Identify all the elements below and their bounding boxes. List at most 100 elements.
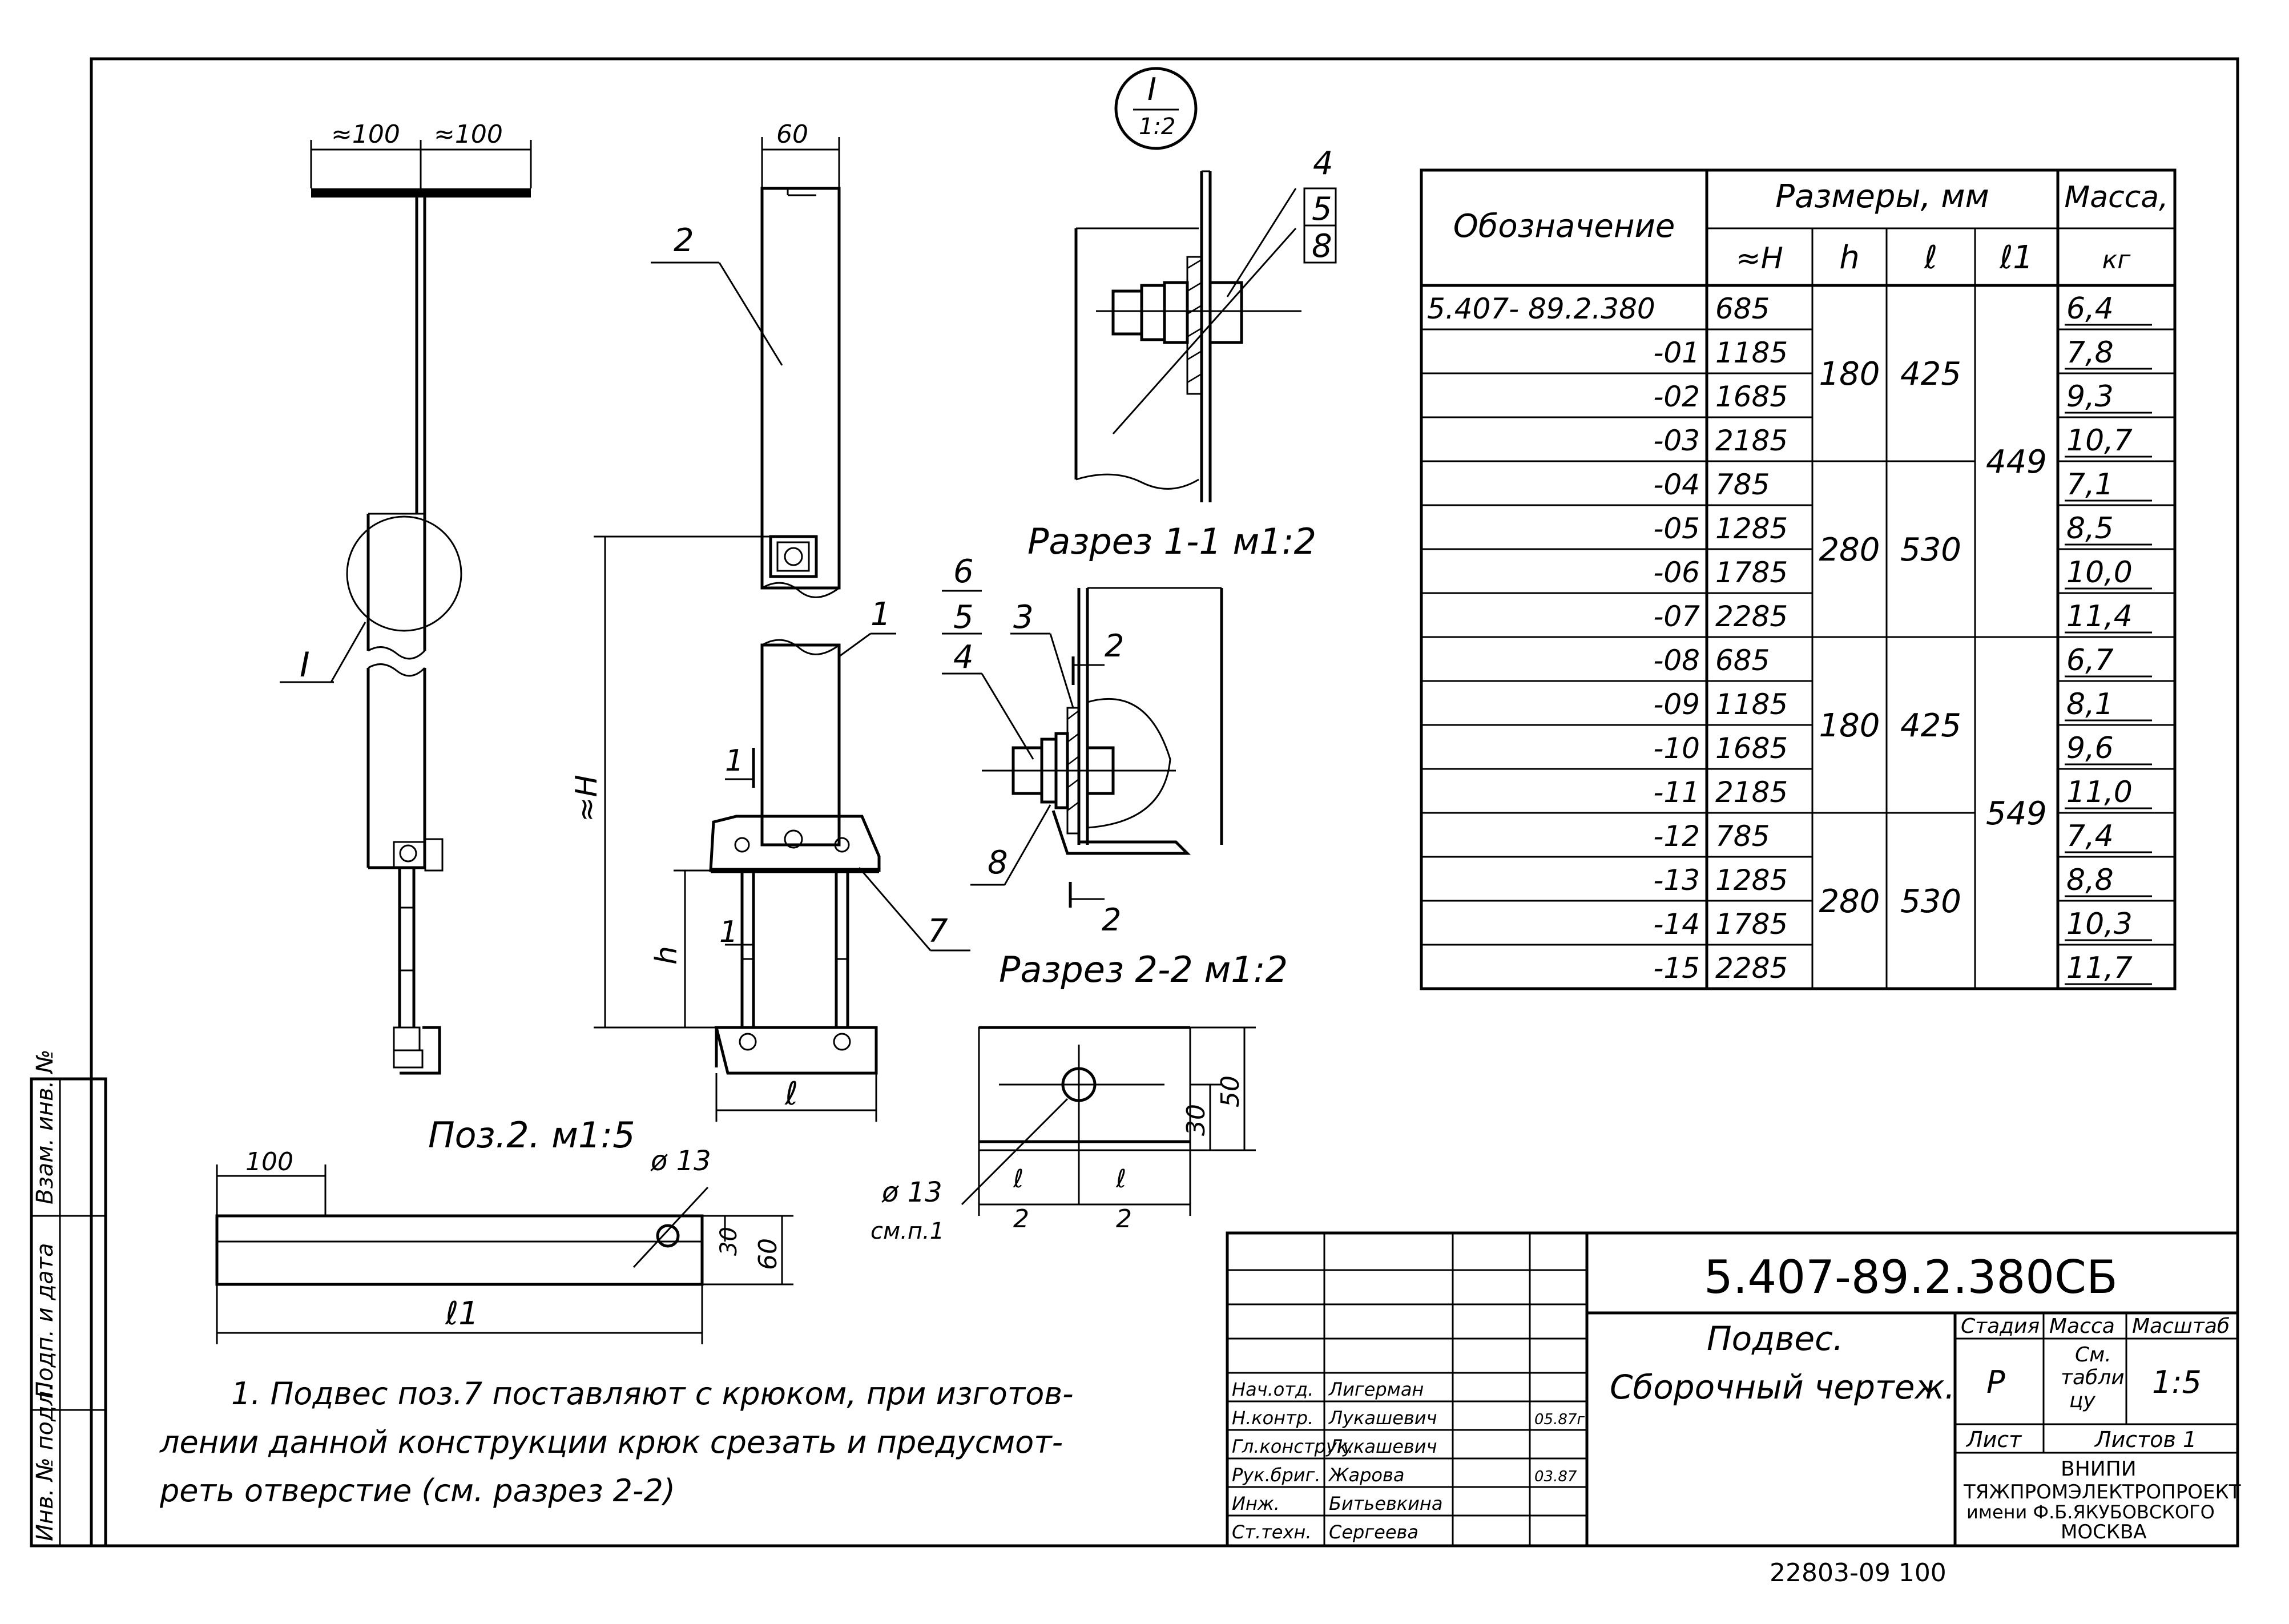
section-pos-5: 5 <box>953 599 974 636</box>
pos-1-label-front: 1 <box>871 596 891 633</box>
table-row-designation: -04 <box>1653 468 1700 501</box>
detail-I-view: 4 5 8 <box>1074 145 1337 502</box>
note-line-1: 1. Подвес поз.7 поставляют с крюком, при… <box>231 1376 1074 1412</box>
table-row-mass: 9,6 <box>2066 731 2114 765</box>
signer-name: Жарова <box>1328 1464 1404 1486</box>
detail-circle-I <box>346 515 462 632</box>
signer-role: Рук.бриг. <box>1232 1464 1321 1486</box>
table-row-mass: 11,7 <box>2066 951 2133 985</box>
table-row-designation: -15 <box>1653 952 1700 985</box>
sec2-half-l-den-left: 2 <box>1013 1204 1029 1234</box>
sec2-half-l-num-left: ℓ <box>1013 1164 1023 1194</box>
table-row-designation: -07 <box>1653 600 1700 633</box>
side-stamp-replace-inv: Взам. инв. № <box>32 1049 58 1204</box>
detail-marker-scale: 1:2 <box>1139 114 1175 140</box>
table-row-mass: 11,4 <box>2066 599 2133 634</box>
signer-name: Лигерман <box>1328 1379 1424 1400</box>
table-row-designation: -03 <box>1653 424 1700 457</box>
table-row-H: 2185 <box>1715 776 1788 809</box>
outer-frame <box>90 57 2239 1548</box>
table-row-designation: -06 <box>1653 556 1700 589</box>
signer-role: Н.контр. <box>1232 1407 1313 1429</box>
section-1-title: Разрез 1-1 м1:2 <box>1027 521 1316 562</box>
table-row-mass: 10,3 <box>2066 907 2133 941</box>
header-h: h <box>1839 239 1860 276</box>
tee-dim-left: ≈100 <box>331 120 400 149</box>
table-row-mass: 8,1 <box>2066 687 2114 722</box>
table-row-H: 2185 <box>1715 424 1788 457</box>
table-row-mass: 9,3 <box>2066 380 2114 414</box>
section-pos-4: 4 <box>953 639 974 676</box>
pos2-l1: ℓ1 <box>445 1295 479 1332</box>
sheets-label: Листов 1 <box>2094 1427 2197 1452</box>
header-sizes: Размеры, мм <box>1775 178 1989 215</box>
stage-value: Р <box>1986 1364 2005 1400</box>
doc-number: 5.407-89.2.380СБ <box>1704 1251 2118 1304</box>
table-row-H: 1185 <box>1715 336 1788 369</box>
sec2-half-l-den-right: 2 <box>1116 1204 1132 1234</box>
table-frame <box>1420 168 2177 990</box>
detail-marker: I 1:2 <box>1114 67 1198 150</box>
archive-number: 22803-09 100 <box>1770 1558 1947 1587</box>
signer-name: Сергеева <box>1329 1521 1418 1543</box>
table-row-mass: 7,8 <box>2066 336 2114 370</box>
header-mass: Масса, <box>2064 180 2168 215</box>
l-label: ℓ <box>784 1075 798 1113</box>
table-row-mass: 10,0 <box>2066 555 2133 590</box>
pos2-title: Поз.2. м1:5 <box>428 1114 635 1156</box>
table-group-l: 530 <box>1900 531 1961 569</box>
pos2-dim-30: 30 <box>716 1227 742 1256</box>
pos2-view: Поз.2. м1:5 100 ø 13 30 60 ℓ1 <box>215 1114 793 1344</box>
mass-value-3: цу <box>2069 1389 2096 1412</box>
detail-marker-number: I <box>1147 71 1156 107</box>
table-group-l: 425 <box>1900 356 1961 393</box>
section-pos-6: 6 <box>953 553 974 590</box>
table-row-designation: -14 <box>1653 908 1700 941</box>
width-60-label: 60 <box>776 120 808 149</box>
table-row-designation: -09 <box>1653 688 1700 721</box>
sheet-label: Лист <box>1965 1427 2022 1452</box>
section-pos-8: 8 <box>988 844 1008 881</box>
detail-pos-8: 8 <box>1312 228 1332 265</box>
detail-pos-5: 5 <box>1312 191 1332 228</box>
table-group-h: 180 <box>1819 356 1880 393</box>
table-row-designation: -13 <box>1653 864 1700 897</box>
signer-date: 03.87 <box>1534 1468 1577 1485</box>
tee-dim-right: ≈100 <box>434 120 503 149</box>
pos-7-label: 7 <box>928 913 948 950</box>
table-row-H: 785 <box>1715 468 1770 501</box>
stage-label: Стадия <box>1961 1315 2040 1338</box>
table-row-H: 2285 <box>1715 600 1788 633</box>
header-l: ℓ <box>1924 239 1937 276</box>
table-row-mass: 7,4 <box>2066 819 2114 853</box>
org-line-1: ВНИПИ <box>2061 1457 2137 1481</box>
front-view: 60 2 1 1 1 7 <box>570 120 970 1122</box>
sec2-see-note: см.п.1 <box>871 1218 944 1244</box>
section-2-mark-bottom: 2 <box>1102 902 1121 938</box>
signer-role: Инж. <box>1232 1493 1280 1514</box>
org-line-2: ТЯЖПРОМЭЛЕКТРОПРОЕКТ <box>1963 1481 2241 1504</box>
section-pos-3: 3 <box>1013 599 1034 636</box>
table-group-l1: 449 <box>1986 444 2047 481</box>
table-group-h: 280 <box>1819 531 1880 569</box>
pos2-d13: ø 13 <box>650 1145 711 1177</box>
table-row-H: 1285 <box>1715 864 1788 897</box>
section-1-1: Разрез 1-1 м1:2 6 5 4 3 2 <box>942 521 1316 938</box>
section-2-title: Разрез 2-2 м1:2 <box>999 949 1288 990</box>
sec2-dim-30: 30 <box>1182 1104 1211 1136</box>
sec2-d13: ø 13 <box>881 1176 942 1208</box>
signer-role: Ст.техн. <box>1232 1521 1312 1543</box>
org-line-3: имени Ф.Б.ЯКУБОВСКОГО <box>1966 1501 2215 1523</box>
section-2-2: Разрез 2-2 м1:2 ø 13 см.п.1 ℓ 2 ℓ 2 30 5… <box>871 949 1288 1244</box>
table-row-H: 685 <box>1715 644 1770 677</box>
section-1-mark-bottom: 1 <box>719 915 738 949</box>
table-row-mass: 6,7 <box>2066 643 2114 678</box>
table-row-designation: -05 <box>1653 512 1700 545</box>
mass-value-2: табли <box>2061 1366 2125 1389</box>
header-designation: Обозначение <box>1453 208 1675 245</box>
section-2-mark-top: 2 <box>1105 628 1124 664</box>
sec2-half-l-num-right: ℓ <box>1115 1164 1126 1194</box>
pos2-dim-100: 100 <box>245 1147 293 1176</box>
